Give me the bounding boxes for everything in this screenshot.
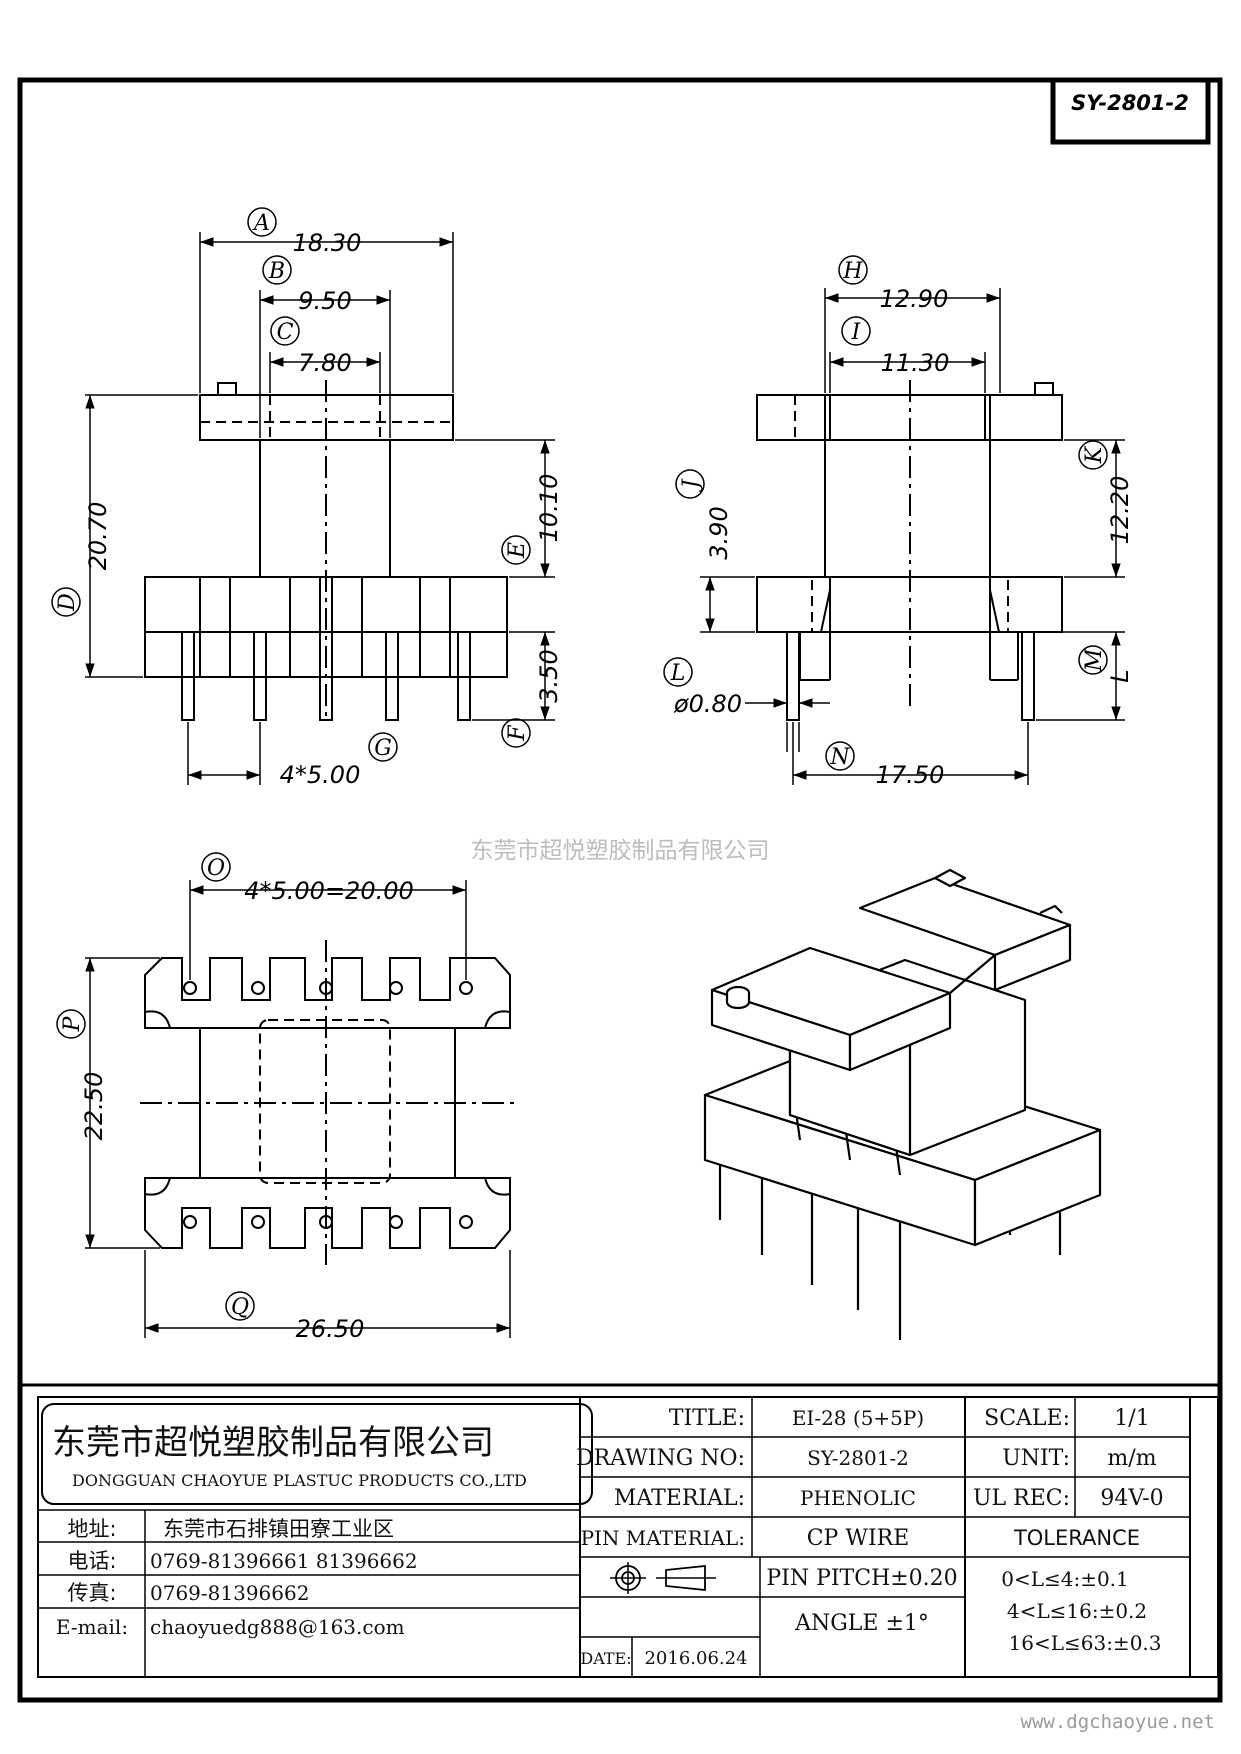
dim-value-c: 7.80 bbox=[298, 349, 351, 377]
dim-value-l: ø0.80 bbox=[673, 690, 742, 718]
title-block-text: 东莞市超悦塑胶制品有限公司 DONGGUAN CHAOYUE PLASTUC P… bbox=[52, 1406, 1164, 1669]
bottom-view bbox=[140, 940, 515, 1265]
dim-letter-m: M bbox=[1082, 648, 1107, 672]
angle: ANGLE ±1° bbox=[794, 1611, 929, 1636]
title-block bbox=[20, 1383, 1220, 1678]
dim-value-o: 4*5.00=20.00 bbox=[244, 877, 414, 905]
fax-value: 0769-81396662 bbox=[150, 1581, 309, 1605]
dim-letter-d: D bbox=[55, 593, 80, 612]
dim-letter-o: O bbox=[207, 856, 225, 881]
dim-value-i: 11.30 bbox=[881, 349, 950, 377]
dim-letter-j: J bbox=[679, 478, 704, 492]
dim-letter-i: I bbox=[851, 320, 862, 345]
side-view bbox=[756, 380, 1063, 721]
front-view-dimensions bbox=[51, 207, 555, 785]
dim-value-f: 3.50 bbox=[535, 649, 563, 702]
dim-letter-h: H bbox=[842, 259, 863, 284]
unit-value: m/m bbox=[1107, 1446, 1156, 1471]
isometric-view bbox=[703, 868, 1102, 1340]
tolerance-label: TOLERANCE bbox=[1013, 1526, 1140, 1550]
bottom-view-dimensions bbox=[56, 852, 511, 1338]
side-view-dimensions bbox=[663, 255, 1125, 785]
fax-label: 传真: bbox=[67, 1581, 116, 1605]
company-name-en: DONGGUAN CHAOYUE PLASTUC PRODUCTS CO.,LT… bbox=[72, 1471, 527, 1490]
date-value: 2016.06.24 bbox=[644, 1648, 747, 1669]
dim-letter-g: G bbox=[374, 736, 392, 761]
ul-rec-label: UL REC: bbox=[973, 1486, 1070, 1511]
ul-rec-value: 94V-0 bbox=[1100, 1486, 1163, 1511]
pin-material-label: PIN MATERIAL: bbox=[581, 1526, 745, 1550]
bottom-view-labels: O 4*5.00=20.00 P 22.50 Q 26.50 bbox=[60, 856, 414, 1343]
dim-value-q: 26.50 bbox=[296, 1315, 365, 1343]
dim-letter-n: N bbox=[829, 745, 850, 770]
date-label: DATE: bbox=[580, 1649, 631, 1668]
dim-value-j: 3.90 bbox=[705, 506, 733, 559]
phone-label: 电话: bbox=[67, 1549, 116, 1573]
material-value: PHENOLIC bbox=[800, 1486, 916, 1510]
unit-label: UNIT: bbox=[1002, 1446, 1070, 1471]
title-value: EI-28 (5+5P) bbox=[792, 1406, 924, 1430]
side-view-labels: H 12.90 I 11.30 J 3.90 K 12.20 L ø0.80 M… bbox=[670, 259, 1134, 789]
dim-letter-c: C bbox=[277, 320, 294, 345]
dim-letter-e: E bbox=[505, 542, 530, 559]
dim-letter-a: A bbox=[252, 211, 270, 236]
front-view bbox=[144, 380, 508, 721]
material-label: MATERIAL: bbox=[614, 1486, 745, 1511]
address-label: 地址: bbox=[67, 1517, 116, 1541]
drawing-no-label: DRAWING NO: bbox=[576, 1446, 745, 1471]
email-value: chaoyuedg888@163.com bbox=[150, 1615, 405, 1639]
website-url: www.dgchaoyue.net bbox=[1021, 1711, 1215, 1733]
dim-letter-b: B bbox=[268, 259, 285, 284]
pin-pitch: PIN PITCH±0.20 bbox=[766, 1566, 957, 1591]
dim-value-d: 20.70 bbox=[84, 502, 112, 571]
watermark: 东莞市超悦塑胶制品有限公司 bbox=[471, 838, 770, 864]
dim-letter-l: L bbox=[670, 661, 686, 686]
part-number: SY-2801-2 bbox=[1071, 91, 1189, 115]
scale-label: SCALE: bbox=[984, 1406, 1070, 1431]
dim-letter-f: F bbox=[505, 725, 530, 742]
company-name-cn: 东莞市超悦塑胶制品有限公司 bbox=[52, 1423, 494, 1463]
dim-value-k: 12.20 bbox=[1106, 476, 1134, 545]
dim-letter-k: K bbox=[1082, 445, 1107, 464]
sheet-border bbox=[17, 77, 1223, 1703]
tolerance-row-3: 16<L≤63:±0.3 bbox=[1009, 1631, 1162, 1655]
dim-value-h: 12.90 bbox=[880, 285, 949, 313]
dim-value-e: 10.10 bbox=[535, 474, 563, 543]
drawing-no-value: SY-2801-2 bbox=[807, 1446, 909, 1470]
pin-material-value: CP WIRE bbox=[807, 1526, 910, 1551]
scale-value: 1/1 bbox=[1114, 1406, 1149, 1431]
dim-value-b: 9.50 bbox=[298, 287, 351, 315]
tolerance-row-1: 0<L≤4:±0.1 bbox=[1001, 1567, 1129, 1591]
address-value: 东莞市石排镇田寮工业区 bbox=[163, 1517, 394, 1541]
front-view-labels: A 18.30 B 9.50 C 7.80 D 20.70 E 10.10 F … bbox=[55, 211, 563, 789]
dim-letter-q: Q bbox=[231, 1295, 249, 1320]
tolerance-row-2: 4<L≤16:±0.2 bbox=[1007, 1599, 1147, 1623]
dim-letter-p: P bbox=[60, 1015, 85, 1032]
phone-value: 0769-81396661 81396662 bbox=[150, 1549, 418, 1573]
dim-value-g: 4*5.00 bbox=[280, 761, 361, 789]
dim-value-a: 18.30 bbox=[293, 229, 362, 257]
dim-value-p: 22.50 bbox=[80, 1072, 108, 1141]
dim-value-n: 17.50 bbox=[876, 761, 945, 789]
title-label: TITLE: bbox=[669, 1406, 745, 1431]
email-label: E-mail: bbox=[56, 1615, 128, 1639]
dim-value-m: L bbox=[1106, 669, 1134, 682]
part-number-box bbox=[1050, 77, 1211, 145]
